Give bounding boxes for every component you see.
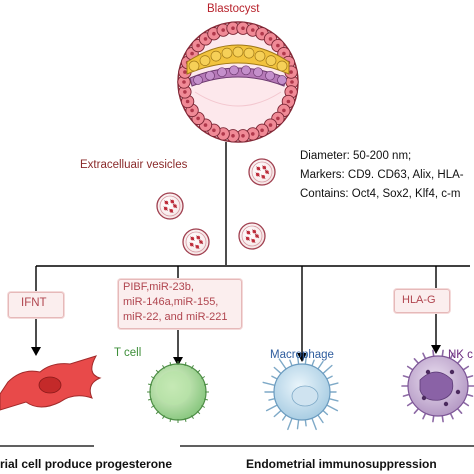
- blastocyst-illustration: [177, 21, 299, 143]
- cargo-line-1: PIBF,miR-23b,: [123, 281, 194, 293]
- arrow-to-macrophage: [297, 266, 307, 362]
- blastocyst-title: Blastocyst: [207, 3, 260, 15]
- macrophage-label: Macrophage: [270, 349, 334, 361]
- stromal-cell-illustration: [0, 355, 102, 411]
- cargo-line-2: miR-146a,miR-155,: [123, 296, 219, 308]
- t-cell-illustration: [147, 361, 209, 423]
- macrophage-illustration: [262, 351, 339, 431]
- ev-label: Extracelluair vesicles: [80, 159, 188, 171]
- nk-cell-illustration: [401, 349, 474, 423]
- cargo-line-3: miR-22, and miR-221: [123, 311, 228, 323]
- ifnt-label: IFNT: [21, 297, 47, 309]
- t-cell-label: T cell: [114, 347, 142, 359]
- cargo-box: [118, 279, 242, 329]
- extracellular-vesicles: [156, 158, 276, 256]
- ev-info-markers: Markers: CD9. CD63, Alix, HLA-: [300, 169, 464, 181]
- ev-info-diameter: Diameter: 50-200 nm;: [300, 150, 412, 162]
- ifnt-box: [8, 292, 64, 318]
- ev-info-contents: Contains: Oct4, Sox2, Klf4, c-m: [300, 188, 461, 200]
- bottom-left-caption: rial cell produce progesterone: [0, 457, 173, 471]
- hla-g-box: [394, 289, 450, 313]
- bottom-right-caption: Endometrial immunosuppression: [246, 457, 437, 471]
- hla-g-label: HLA-G: [402, 294, 436, 306]
- nk-cell-label: NK c: [448, 349, 473, 361]
